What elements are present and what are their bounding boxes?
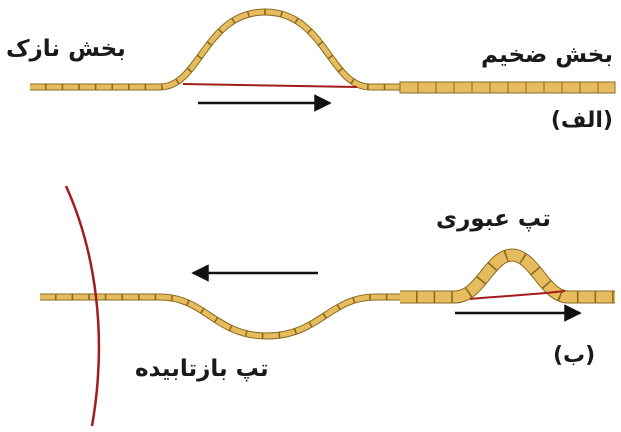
thin-rope-reflected-b-fill: [40, 294, 400, 339]
pulse-baseline-a: [182, 83, 358, 88]
reflected-pulse-label: تپ بازتابیده: [135, 356, 269, 382]
thin-section-label: بخش نازک: [6, 36, 126, 62]
panel-a-tag: (الف): [550, 108, 613, 133]
thick-section-label: بخش ضخیم: [481, 42, 613, 68]
thick-rope-a-segments: [417, 82, 599, 93]
panel-b: [40, 185, 615, 427]
transmitted-pulse-label: تپ عبوری: [436, 206, 551, 232]
pulse-baseline-b: [469, 290, 566, 300]
hand-curve-b: [64, 185, 101, 427]
panel-b-tag: (ب): [553, 343, 596, 368]
thick-rope-transmitted-b-fill: [400, 249, 615, 303]
panel-a: [30, 8, 616, 112]
thin-rope-pulse-a-fill: [30, 9, 400, 90]
